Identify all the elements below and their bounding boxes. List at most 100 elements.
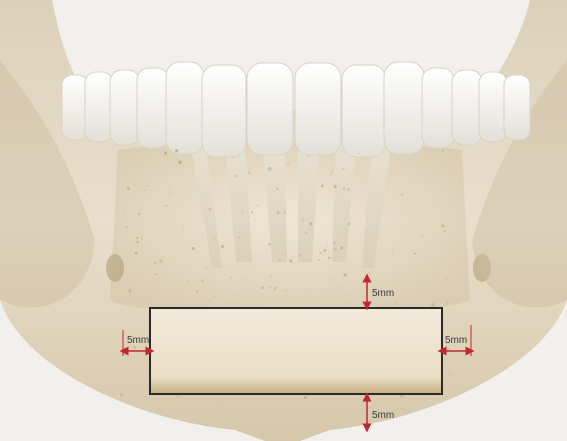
- bone-speckle: [127, 187, 130, 190]
- bone-speckle: [287, 162, 289, 164]
- bone-speckle: [268, 243, 271, 246]
- bone-speckle: [154, 262, 157, 265]
- bone-speckle: [219, 399, 220, 400]
- left-foramen: [106, 254, 124, 282]
- bone-speckle: [342, 168, 344, 170]
- bone-speckle: [239, 237, 240, 238]
- bone-speckle: [201, 279, 204, 282]
- bone-speckle: [299, 255, 300, 256]
- bone-speckle: [175, 149, 178, 152]
- bone-speckle: [242, 212, 244, 214]
- bone-speckle: [257, 205, 259, 207]
- bone-speckle: [205, 268, 206, 269]
- bone-speckle: [431, 303, 434, 306]
- bone-speckle: [309, 222, 312, 225]
- bone-speckle: [392, 252, 393, 253]
- bone-speckle: [388, 183, 390, 185]
- bone-speckle: [301, 219, 303, 221]
- bone-speckle: [232, 156, 233, 157]
- bone-speckle: [255, 220, 256, 221]
- bone-speckle: [396, 302, 399, 305]
- bone-speckle: [305, 232, 307, 234]
- bone-speckle: [366, 229, 367, 230]
- bone-speckle: [268, 167, 272, 171]
- bone-speckle: [129, 289, 132, 292]
- bone-speckle: [213, 296, 215, 298]
- bone-speckle: [400, 395, 403, 398]
- bone-speckle: [343, 187, 346, 190]
- bone-speckle: [248, 171, 250, 173]
- bone-speckle: [308, 291, 310, 293]
- bone-speckle: [289, 259, 292, 262]
- bone-speckle: [331, 171, 333, 173]
- bone-speckle: [277, 211, 280, 214]
- bone-speckle: [170, 191, 172, 193]
- bone-speckle: [340, 246, 343, 249]
- bone-speckle: [119, 271, 121, 273]
- bone-speckle: [124, 211, 126, 213]
- bone-speckle: [141, 238, 143, 240]
- bone-speckle: [401, 194, 403, 196]
- bone-speckle: [321, 184, 324, 187]
- bone-speckle: [441, 224, 444, 227]
- bone-speckle: [146, 370, 147, 371]
- bone-speckle: [273, 287, 276, 290]
- bone-speckle: [177, 395, 179, 397]
- bone-speckle: [178, 161, 181, 164]
- bone-speckle: [165, 205, 167, 207]
- teeth-row: [62, 62, 530, 157]
- bone-speckle: [192, 247, 195, 250]
- bone-speckle: [183, 225, 184, 226]
- top-dimension-label: 5mm: [372, 288, 394, 299]
- bone-speckle: [423, 291, 424, 292]
- bone-speckle: [330, 174, 331, 175]
- bone-speckle: [187, 281, 189, 283]
- bone-speckle: [442, 150, 444, 152]
- bone-speckle: [342, 151, 343, 152]
- bone-speckle: [270, 287, 271, 288]
- bone-speckle: [276, 188, 278, 190]
- bone-speckle: [282, 253, 283, 254]
- bone-speckle: [318, 260, 319, 261]
- bone-speckle: [143, 190, 144, 191]
- bone-speckle: [251, 211, 253, 213]
- bone-speckle: [135, 252, 138, 255]
- bone-speckle: [319, 252, 321, 254]
- bone-speckle: [304, 396, 307, 399]
- bone-speckle: [333, 242, 335, 244]
- bone-speckle: [136, 237, 138, 239]
- bone-speckle: [138, 213, 140, 215]
- bone-speckle: [196, 290, 199, 293]
- bone-speckle: [446, 278, 447, 279]
- bone-speckle: [333, 185, 336, 188]
- bone-speckle: [120, 393, 123, 396]
- bone-speckle: [284, 212, 286, 214]
- bone-speckle: [261, 286, 264, 289]
- bone-speckle: [348, 222, 351, 225]
- bone-speckle: [221, 245, 224, 248]
- bone-speckle: [208, 208, 211, 211]
- bone-speckle: [231, 277, 232, 278]
- bone-speckle: [347, 188, 350, 191]
- bone-speckle: [155, 273, 157, 275]
- bone-speckle: [164, 152, 167, 155]
- left-dimension-label: 5mm: [127, 335, 149, 346]
- bone-speckle: [444, 230, 446, 232]
- bone-speckle: [328, 257, 330, 259]
- bone-speckle: [270, 276, 271, 277]
- bone-speckle: [158, 231, 159, 232]
- bone-speckle: [234, 175, 237, 178]
- bone-speckle: [125, 226, 128, 229]
- bone-speckle: [278, 259, 280, 261]
- bone-speckle: [368, 272, 370, 274]
- right-dimension-label: 5mm: [445, 335, 467, 346]
- bottom-dimension-label: 5mm: [372, 410, 394, 421]
- bone-speckle: [308, 155, 310, 157]
- bone-speckle: [147, 185, 149, 187]
- graft-block: [150, 308, 442, 394]
- bone-speckle: [421, 235, 423, 237]
- bone-front-plate: [110, 143, 470, 316]
- bone-speckle: [334, 247, 337, 250]
- bone-speckle: [327, 245, 328, 246]
